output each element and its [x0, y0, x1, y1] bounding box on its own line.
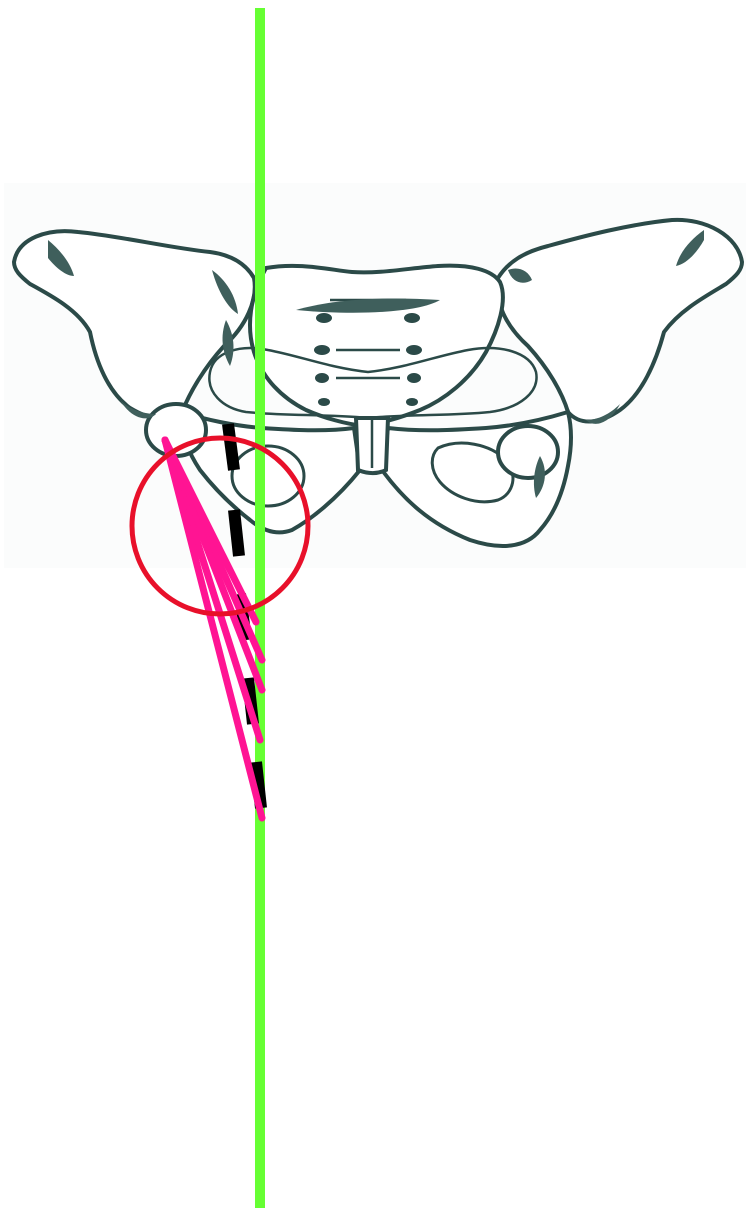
- dash-segment: [234, 510, 239, 556]
- dash-segment: [228, 424, 234, 470]
- right-acetabulum: [498, 426, 558, 478]
